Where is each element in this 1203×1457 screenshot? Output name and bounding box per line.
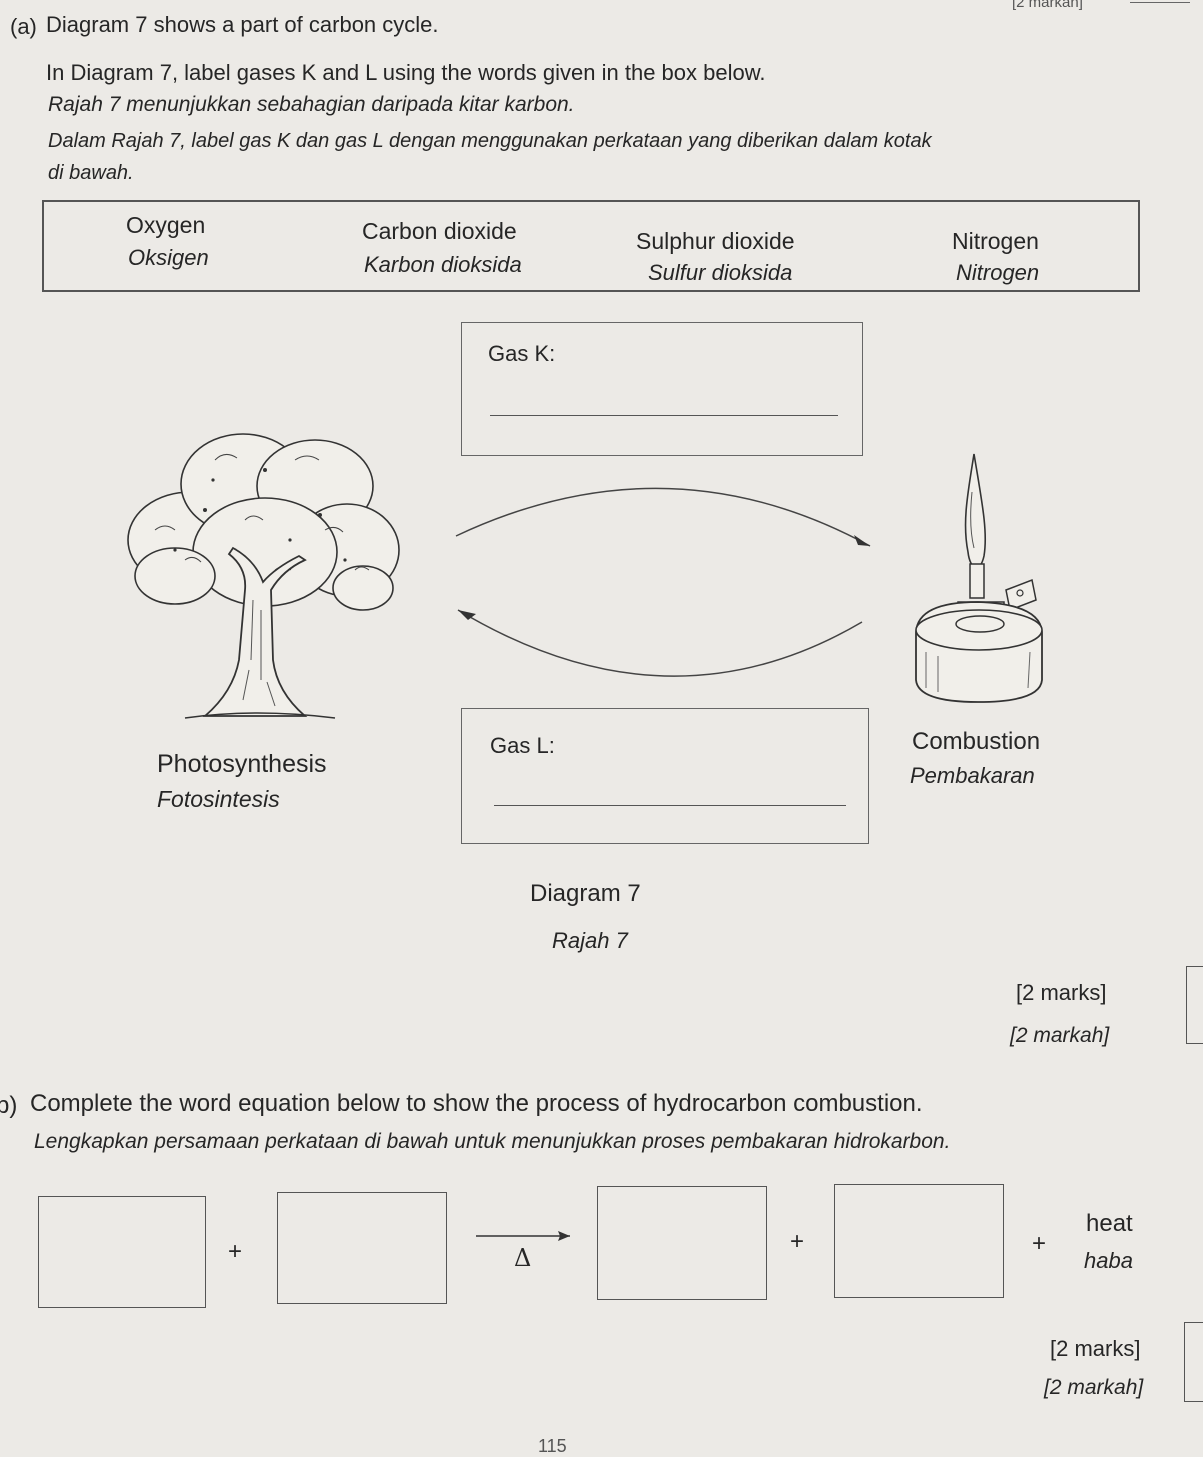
product-1-box[interactable] [597,1186,767,1300]
tree-illustration [127,433,400,719]
corner-marks: [2 markah] [1012,0,1083,11]
question-a-en-2: In Diagram 7, label gases K and L using … [46,60,766,85]
question-b-en: Complete the word equation below to show… [30,1090,923,1117]
part-a-marks-ms: [2 markah] [1010,1024,1110,1047]
question-a-en-1: Diagram 7 shows a part of carbon cycle. [46,12,439,37]
arrow-to-tree-head [458,610,476,620]
combustion-label-en: Combustion [912,728,1041,755]
reactant-2-box[interactable] [277,1192,447,1304]
part-b-label: b) [0,1092,18,1119]
part-a-score-box[interactable] [1186,966,1203,1044]
part-a-label: (a) [10,14,37,39]
plus-sign-3: + [1032,1230,1047,1257]
gas-k-label: Gas K: [488,341,556,366]
question-a-ms-2: Dalam Rajah 7, label gas K dan gas L den… [48,130,932,152]
heat-label-ms: haba [1084,1248,1133,1273]
gas-k-box: Gas K: [461,322,863,456]
page-number: 115 [538,1436,567,1456]
part-b-marks-en: [2 marks] [1050,1336,1141,1361]
plus-sign-1: + [228,1238,243,1265]
gas-l-answer-line[interactable] [494,805,846,806]
arrow-to-combustion-head [854,535,870,546]
arrow-to-combustion [455,487,871,547]
combustion-label-ms: Pembakaran [910,763,1035,788]
arrow-to-tree [457,609,863,677]
heat-label-en: heat [1086,1210,1133,1237]
diagram-caption-ms: Rajah 7 [552,928,628,953]
reactant-1-box[interactable] [38,1196,206,1308]
gas-k-answer-line[interactable] [490,415,838,416]
photosynthesis-label-ms: Fotosintesis [157,786,280,812]
photosynthesis-label-en: Photosynthesis [157,750,327,778]
word-nitrogen-en: Nitrogen [952,228,1039,254]
gas-l-box: Gas L: [461,708,869,844]
plus-sign-2: + [790,1228,805,1255]
gas-l-label: Gas L: [490,733,555,758]
word-nitrogen-ms: Nitrogen [956,260,1040,285]
question-a-ms-1: Rajah 7 menunjukkan sebahagian daripada … [48,93,575,116]
part-b-score-box[interactable] [1184,1322,1203,1402]
question-b-ms: Lengkapkan persamaan perkataan di bawah … [34,1130,951,1153]
delta-symbol: Δ [514,1244,532,1272]
question-a-ms-3: di bawah. [48,162,134,184]
diagram-caption-en: Diagram 7 [530,880,641,907]
product-2-box[interactable] [834,1184,1004,1298]
reaction-arrow [476,1231,570,1241]
word-sulphur-dioxide-ms: Sulfur dioksida [648,260,793,285]
part-a-marks-en: [2 marks] [1016,980,1107,1005]
word-oxygen-en: Oxygen [126,212,206,238]
burner-illustration [915,453,1043,703]
word-carbon-dioxide-en: Carbon dioxide [362,218,517,244]
word-box: Oxygen Oksigen Carbon dioxide Karbon dio… [42,200,1140,292]
word-oxygen-ms: Oksigen [128,245,209,270]
part-b-marks-ms: [2 markah] [1044,1376,1144,1399]
word-carbon-dioxide-ms: Karbon dioksida [364,252,522,277]
corner-rule [1130,2,1190,3]
word-sulphur-dioxide-en: Sulphur dioxide [636,228,795,254]
